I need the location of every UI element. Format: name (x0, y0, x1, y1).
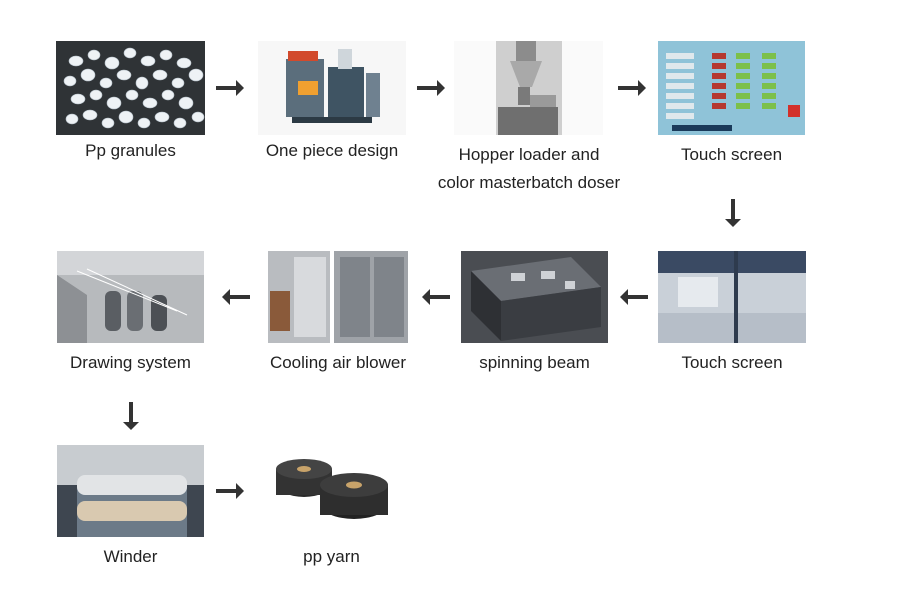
pp-granules-caption: Pp granules (85, 141, 176, 160)
arrow-left-icon (618, 281, 650, 313)
hopper-loader-caption: Hopper loader and color masterbatch dose… (418, 141, 640, 197)
pp-yarn-caption: pp yarn (303, 547, 360, 566)
one-piece-design-photo (258, 41, 406, 135)
arrow-right-icon (214, 475, 246, 507)
touch-screen-2-caption: Touch screen (681, 353, 783, 372)
drawing-system-photo (57, 251, 204, 343)
hopper-caption-line2: color masterbatch doser (437, 173, 621, 192)
one-piece-design-caption: One piece design (265, 141, 399, 160)
arrow-left-icon (420, 281, 452, 313)
pp-yarn-photo (258, 445, 405, 537)
hopper-caption-line1: Hopper loader and (458, 145, 600, 164)
arrow-right-icon (616, 72, 648, 104)
hopper-loader-photo (454, 41, 603, 135)
pp-granules-photo (56, 41, 205, 135)
touch-screen-photo (658, 41, 805, 135)
spinning-beam-caption: spinning beam (479, 353, 590, 372)
arrow-right-icon (415, 72, 447, 104)
drawing-system-caption: Drawing system (70, 353, 191, 372)
arrow-left-icon (220, 281, 252, 313)
winder-caption: Winder (103, 547, 158, 566)
cooling-air-blower-caption: Cooling air blower (269, 353, 407, 372)
arrow-right-icon (214, 72, 246, 104)
winder-photo (57, 445, 204, 537)
cooling-air-blower-photo (266, 251, 410, 343)
arrow-down-icon (115, 400, 147, 432)
touch-screen-caption: Touch screen (680, 145, 783, 164)
spinning-beam-photo (461, 251, 608, 343)
touch-screen-2-photo (658, 251, 806, 343)
arrow-down-icon (717, 197, 749, 229)
